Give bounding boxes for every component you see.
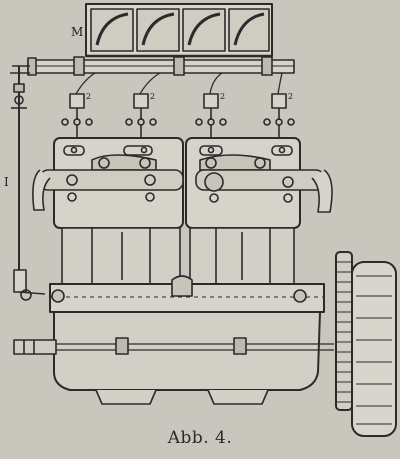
crankcase [40, 275, 334, 405]
window-2 [136, 8, 180, 52]
label-i: I [4, 175, 9, 189]
shaft-stub [13, 339, 57, 355]
label-m: M [71, 25, 83, 39]
control-rod [11, 65, 46, 301]
flywheel [351, 261, 397, 437]
cylinder-block-left [32, 137, 184, 229]
plug-2 [125, 93, 157, 140]
figure-caption: Abb. 4. [167, 428, 233, 448]
cylinder-block-right [185, 137, 333, 229]
plug-1 [61, 93, 93, 140]
gear-wheel [335, 251, 353, 411]
label-plug-1: 2 [86, 92, 91, 101]
label-plug-3: 2 [220, 92, 225, 101]
window-3 [182, 8, 226, 52]
window-4 [228, 8, 270, 52]
window-1 [90, 8, 134, 52]
label-plug-2: 2 [150, 92, 155, 101]
top-rail [10, 56, 295, 76]
radiator-box [85, 3, 273, 58]
label-plug-4: 2 [288, 92, 293, 101]
plug-4 [263, 93, 295, 140]
leads [75, 72, 283, 95]
cylinder-barrels [61, 227, 295, 285]
